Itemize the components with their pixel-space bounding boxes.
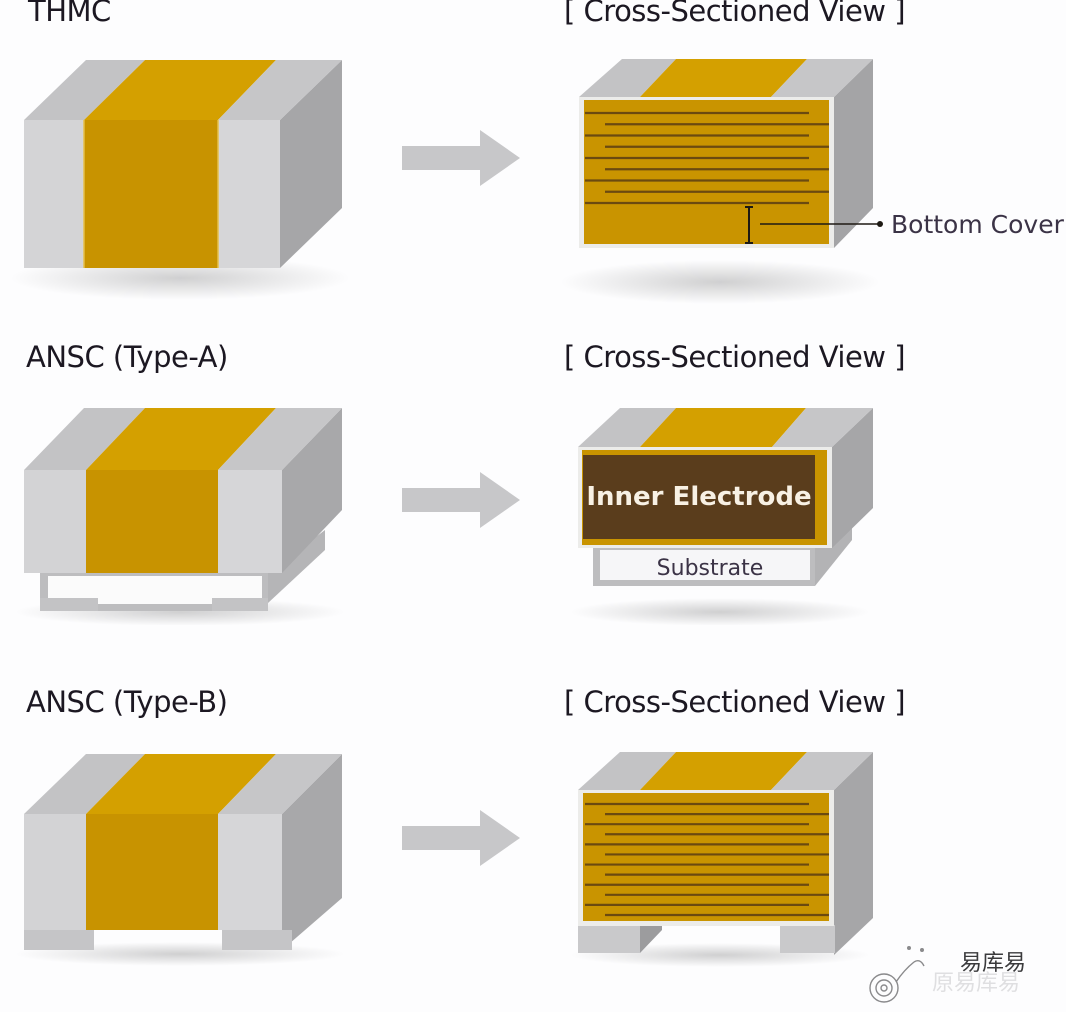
bottom-cover-callout: Bottom Cover <box>891 210 1065 239</box>
chip-top-body <box>84 60 276 120</box>
row3-cross-section-title: [ Cross-Sectioned View ] <box>564 685 906 719</box>
chip-front-body <box>84 120 218 268</box>
row1-cross-section-title: [ Cross-Sectioned View ] <box>564 0 906 28</box>
row2-cross-section-title: [ Cross-Sectioned View ] <box>564 340 906 374</box>
chip-front-right-terminal <box>218 120 280 268</box>
chip-side-face <box>280 60 342 268</box>
row2-title: ANSC (Type-A) <box>26 340 228 374</box>
right-foot <box>222 930 292 950</box>
cross-section-body <box>583 793 829 921</box>
left-foot <box>24 930 94 950</box>
substrate-block <box>600 550 810 580</box>
snail-mascot-icon <box>869 945 925 1003</box>
arrow-right-icon <box>402 472 520 528</box>
inner-electrode-label: Inner Electrode <box>586 482 811 512</box>
watermark-shadow-text: 原易库易 <box>932 971 1020 996</box>
ansc-type-b-cross-section-figure <box>570 752 873 967</box>
chip-front-left-terminal <box>24 120 84 268</box>
callout-dot <box>877 221 883 227</box>
watermark-text: 易库易 <box>960 951 1026 976</box>
chip-top-left-terminal <box>24 60 145 120</box>
ansc-type-a-chip-figure <box>15 408 345 625</box>
inner-electrode-block <box>583 455 815 539</box>
electrode-layers <box>585 802 829 917</box>
thmc-chip-figure <box>10 60 350 300</box>
arrow-right-icon <box>402 130 520 186</box>
chip-top-right-terminal <box>218 60 342 120</box>
ansc-type-b-chip-figure <box>15 754 345 966</box>
cross-section-body <box>584 100 829 244</box>
row1-title: THMC <box>28 0 111 28</box>
thmc-cross-section-figure: Bottom Cover <box>560 59 1065 304</box>
row3-title: ANSC (Type-B) <box>26 685 228 719</box>
electrode-layers <box>585 111 829 205</box>
arrow-right-icon <box>402 810 520 866</box>
ansc-type-a-cross-section-figure: Substrate Inner Electrode <box>570 408 873 625</box>
substrate-label: Substrate <box>657 556 764 581</box>
watermark-logo: 原易库易 易库易 <box>869 945 1026 1003</box>
